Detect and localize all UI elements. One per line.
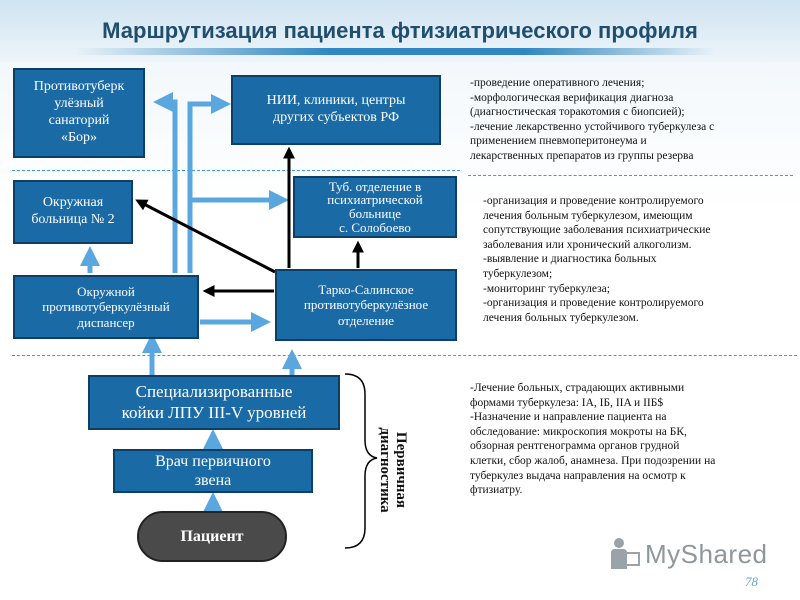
box-patient[interactable]: Пациент [137, 511, 287, 562]
box-line: улёзный [54, 96, 104, 112]
box-line: санаторий [48, 113, 110, 128]
box-line: отделение [337, 312, 395, 328]
note-line: лечения больных туберкулезом. [483, 311, 639, 324]
note-line: обследование: микроскопия мокроты на БК, [470, 425, 687, 438]
note-line: -мониторинг туберкулеза; [483, 282, 610, 295]
box-nii-clinics[interactable]: НИИ, клиники, центры других субъектов РФ [231, 75, 441, 145]
box-line: койки ЛПУ III-V уровней [121, 402, 307, 422]
box-line: больница № 2 [31, 212, 115, 227]
note-line: -Лечение больных, страдающих активными [470, 382, 685, 394]
box-line: НИИ, клиники, центры [266, 93, 406, 109]
arrow-tarko-to-bolnica [135, 199, 276, 274]
note-middle: -организация и проведение контролируемог… [483, 194, 711, 325]
note-line: фтизиатру. [470, 484, 523, 497]
note-line: -выявление и диагностика больных [483, 253, 657, 266]
note-line: сопутствующие заболевания психиатрически… [483, 224, 711, 237]
note-line: формами туберкулеза: IA, IБ, IIA и IIБ$ [470, 396, 664, 409]
box-line: больнице [349, 206, 401, 221]
primary-diagnostics-brace [344, 373, 378, 549]
arrow-dispanser-to-nii [187, 94, 231, 273]
separator-top-right [468, 175, 793, 176]
title-underline [75, 48, 715, 55]
box-line: диспансер [77, 314, 135, 330]
note-top: -проведение оперативного лечения; -морфо… [470, 76, 714, 164]
box-line: звена [194, 472, 232, 489]
note-line: лекарственных препаратов из группы резер… [470, 149, 694, 162]
box-line: Туб. отделение в [328, 178, 422, 194]
note-line: лечения больным туберкулезом, имеющим [483, 209, 693, 222]
box-line: Тарко-Салинское [318, 281, 414, 297]
note-line: (диагностическая торакотомия с биопсией)… [470, 106, 685, 119]
box-line: Врач первичного [155, 452, 271, 470]
brace-label-line: диагностика [377, 427, 393, 513]
note-line: -Назначение и направление пациента на [470, 411, 667, 424]
box-line: противотуберкулёзный [42, 299, 170, 315]
box-line: Окружная [42, 195, 104, 211]
box-tarko-sale[interactable]: Тарко-Салинское противотуберкулёзное отд… [275, 269, 457, 341]
note-bottom: -Лечение больных, страдающих активными ф… [470, 381, 715, 498]
box-vrach[interactable]: Врач первичного звена [113, 449, 313, 493]
page-title: Маршрутизация пациента фтизиатрического … [102, 18, 698, 43]
box-line: «Бор» [60, 129, 98, 145]
patient-label: Пациент [180, 527, 244, 545]
myshared-logo: MyShared [605, 535, 768, 573]
note-line: клетки, сбор жалоб, анамнеза. При подозр… [470, 454, 716, 467]
note-line: -организация и проведение контролируемог… [483, 297, 704, 310]
note-line: -лечение лекарственно устойчивого туберк… [470, 120, 715, 133]
box-tub-otdelenie[interactable]: Туб. отделение в психиатрической больниц… [293, 176, 457, 238]
note-line: -организация и проведение контролируемог… [483, 195, 704, 207]
logo-person-icon [611, 538, 640, 569]
note-line: применением пневмоперитонеума и [470, 135, 647, 148]
logo-text: MyShared [645, 539, 768, 569]
box-line: Специализированные [135, 382, 293, 402]
box-sanatorium-bor[interactable]: Противотуберк улёзный санаторий «Бор» [13, 68, 145, 158]
note-line: обзорная рентгенограмма органов грудной [470, 440, 680, 453]
note-line: туберкулез выдача направления на осмотр … [470, 469, 686, 482]
note-line: -проведение оперативного лечения; [470, 77, 645, 89]
brace-label-line: Первичная [392, 431, 409, 509]
box-line: противотуберкулёзное [303, 297, 429, 313]
box-line: психиатрической [327, 192, 423, 208]
box-line: Окружной [77, 283, 135, 299]
box-okr-bolnica-2[interactable]: Окружная больница № 2 [13, 180, 133, 244]
box-okr-dispanser[interactable]: Окружной противотуберкулёзный диспансер [13, 275, 199, 339]
separator-top [12, 170, 460, 171]
box-line: Противотуберк [33, 79, 125, 95]
arrow-dispanser-to-sanatorium [153, 92, 178, 273]
note-line: заболевания или хронический алкоголизм. [483, 238, 692, 251]
box-spec-koiki[interactable]: Специализированные койки ЛПУ III-V уровн… [88, 375, 340, 430]
box-line: других субъектов РФ [272, 110, 399, 125]
note-line: туберкулезом; [483, 267, 553, 280]
separator-bottom [12, 355, 797, 356]
box-line: с. Солобоево [339, 219, 411, 235]
page-number: 78 [745, 574, 758, 589]
note-line: -морфологическая верификация диагноза [470, 91, 674, 104]
